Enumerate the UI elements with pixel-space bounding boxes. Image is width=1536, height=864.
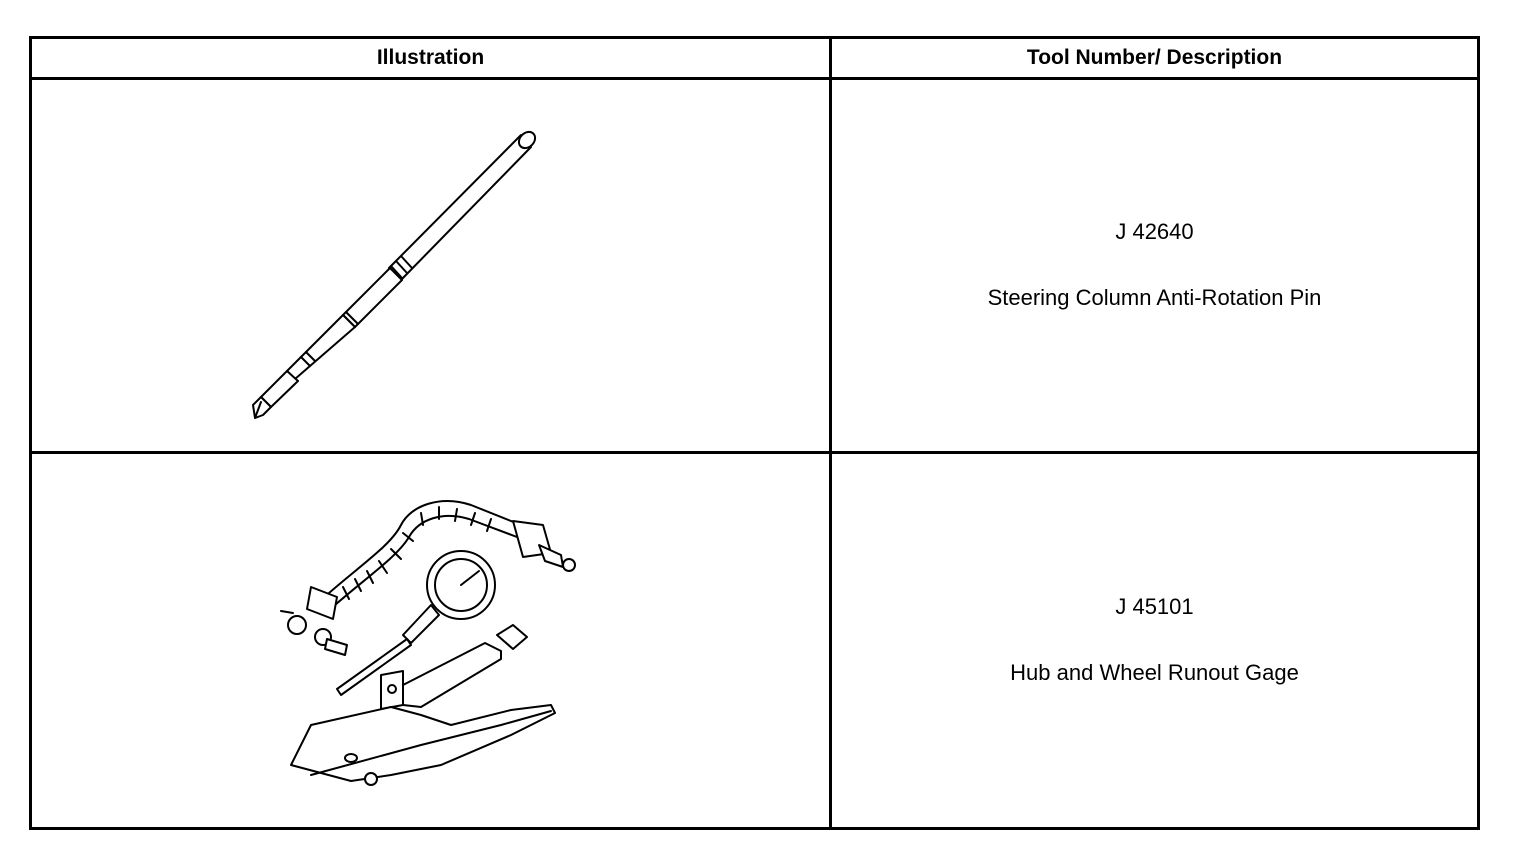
header-description: Tool Number/ Description [829,36,1480,80]
tool-description: Hub and Wheel Runout Gage [1010,660,1299,686]
illustration-cell [29,77,832,454]
table-row: J 42640 Steering Column Anti-Rotation Pi… [29,77,1480,454]
tool-description: Steering Column Anti-Rotation Pin [987,285,1322,311]
anti-rotation-pin-illustration [251,131,536,420]
illustration-cell [29,450,832,831]
description-cell: J 45101 Hub and Wheel Runout Gage [829,450,1480,831]
tool-number: J 45101 [1115,594,1194,620]
header-illustration: Illustration [29,36,832,80]
tool-table: Illustration Tool Number/ Description [29,36,1480,831]
table-row: J 45101 Hub and Wheel Runout Gage [29,450,1480,831]
description-cell: J 42640 Steering Column Anti-Rotation Pi… [829,77,1480,454]
tool-number: J 42640 [1115,219,1194,245]
runout-gage-illustration [279,500,576,787]
header-row: Illustration Tool Number/ Description [29,36,1480,80]
